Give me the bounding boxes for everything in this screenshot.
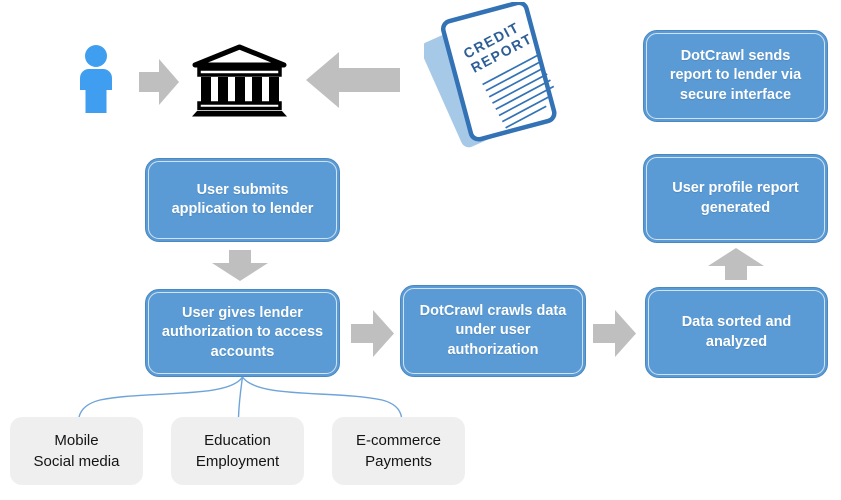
node-label-line: Data sorted and [681,314,792,331]
source-label-line: Payments [365,453,432,470]
source-label-line: Employment [195,453,280,470]
node-label-line: DotCrawl crawls data [419,303,567,320]
bank-icon [192,44,287,117]
node-dotcrawl-sends-report: DotCrawl sends report to lender via secu… [643,30,828,122]
source-box-mobile-social: Mobile Social media [10,417,143,485]
node-label-line: accounts [210,343,275,360]
source-label-line: Social media [33,453,120,470]
source-label-line: Education [204,432,271,449]
arrow-down-submit-to-auth-icon [212,250,268,281]
arrow-right-auth-to-crawl-icon [351,310,394,357]
connector-line-left [78,376,244,418]
source-box-education-employment: Education Employment [171,417,304,485]
source-label-line: Mobile [54,432,99,449]
credit-report-icon: CREDIT REPORT [424,2,557,148]
person-icon [80,45,112,113]
arrow-left-report-to-bank-icon [306,52,400,108]
arrow-right-crawl-to-sorted-icon [593,310,636,357]
node-label-line: authorization to access [161,324,324,341]
node-user-profile-report: User profile report generated [643,154,828,243]
connector-line-right [241,376,403,418]
source-label-line: E-commerce [355,432,441,449]
connector-line-middle [237,376,244,418]
node-data-sorted-analyzed: Data sorted and analyzed [645,287,828,378]
node-label-line: under user [455,322,531,339]
node-label-line: User profile report [672,180,799,197]
node-user-submits-application: User submits application to lender [145,158,340,242]
node-label-line: application to lender [171,201,314,217]
node-label-line: DotCrawl sends [680,48,791,65]
arrow-right-person-to-bank-icon [139,59,179,105]
node-label-line: User gives lender [182,305,303,322]
node-label-line: report to lender via [669,67,802,84]
node-label-line: User submits [196,181,289,198]
source-box-ecommerce-payments: E-commerce Payments [332,417,465,485]
node-label-line: secure interface [679,86,792,103]
node-user-gives-authorization: User gives lender authorization to acces… [145,289,340,377]
node-label-line: analyzed [705,333,768,350]
arrow-up-sorted-to-profile-icon [708,248,764,280]
node-label-line: authorization [447,341,539,358]
node-label-line: generated [700,199,771,216]
node-dotcrawl-crawls-data: DotCrawl crawls data under user authoriz… [400,285,586,377]
